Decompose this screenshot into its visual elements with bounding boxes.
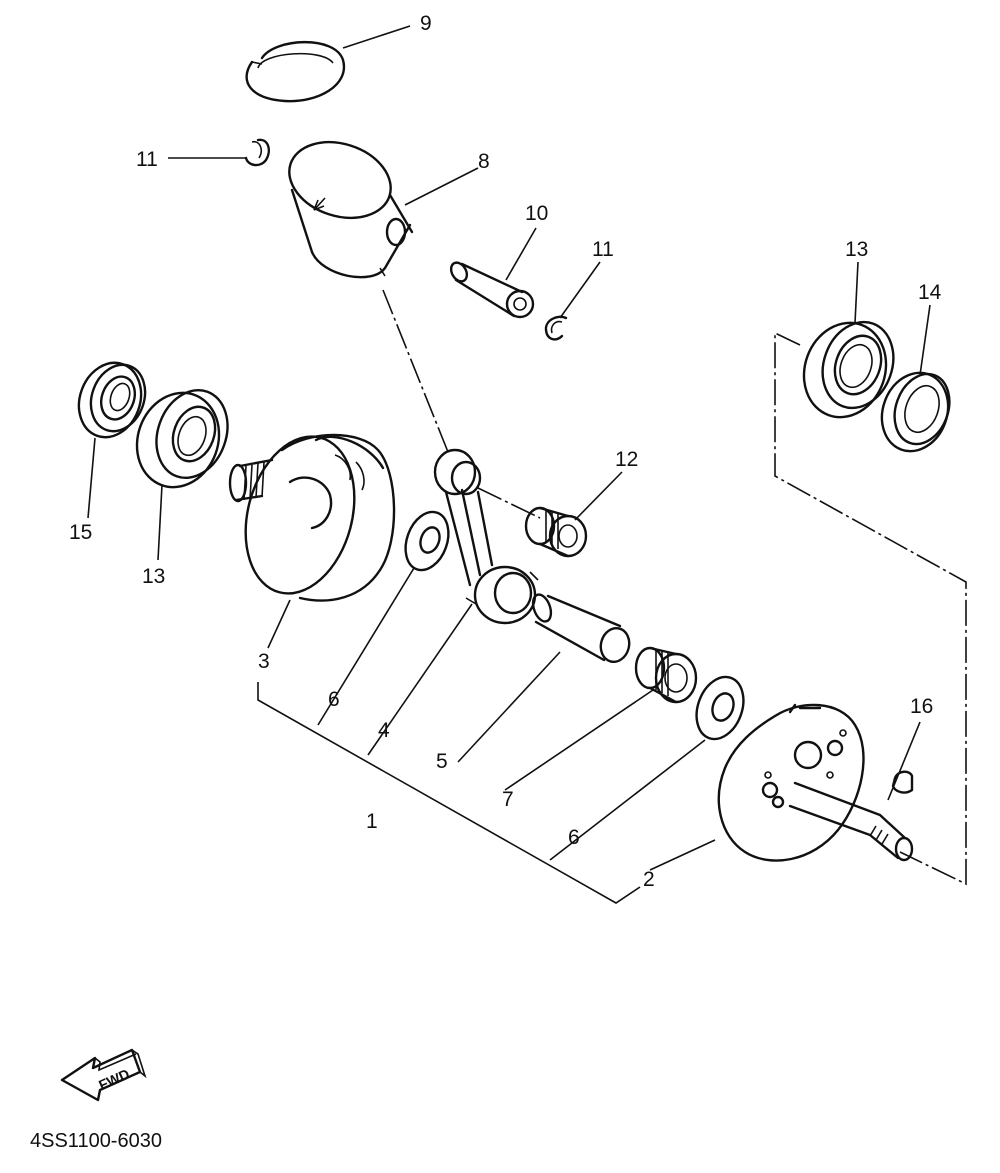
callout-3: 3: [258, 650, 270, 673]
washer-right-part: [695, 675, 745, 741]
callout-11a: 11: [136, 148, 158, 171]
piston-part: [288, 140, 414, 279]
callout-1: 1: [366, 810, 378, 833]
callout-12: 12: [615, 448, 638, 471]
fwd-arrow-icon: FWD: [60, 1048, 147, 1102]
callout-4: 4: [378, 719, 390, 742]
callout-14: 14: [918, 281, 942, 304]
piston-pin-part: [449, 261, 535, 319]
leader-lines: [87, 25, 967, 904]
circlip-upper-part: [244, 138, 270, 167]
oil-seal-right-part: [880, 371, 951, 453]
callout-15: 15: [69, 521, 92, 544]
callout-9: 9: [420, 12, 432, 35]
crank-pin-part: [531, 593, 631, 664]
crankshaft-right-half-part: [717, 703, 914, 862]
crankshaft-left-half-part: [228, 433, 396, 602]
needle-bearing-big-part: [634, 646, 698, 704]
connecting-rod-part: [433, 448, 539, 625]
callout-5: 5: [436, 750, 448, 773]
callout-10: 10: [525, 202, 548, 225]
callout-2: 2: [643, 868, 655, 891]
diagram-code: 4SS1100-6030: [30, 1130, 162, 1152]
callout-11b: 11: [592, 238, 614, 261]
oil-seal-left-part: [77, 361, 147, 439]
washer-left-part: [404, 510, 450, 572]
callout-8: 8: [478, 150, 490, 173]
woodruff-key-part: [891, 770, 914, 794]
piston-ring-part: [245, 41, 346, 103]
needle-bearing-small-part: [524, 506, 588, 558]
callout-6a: 6: [328, 688, 340, 711]
callout-labels: 9 11 8 10 11 13 14 12 15 13 3 6 4 5 1 7 …: [69, 12, 942, 891]
bearing-right-part: [802, 320, 895, 419]
callout-13a: 13: [845, 238, 868, 261]
circlip-lower-part: [544, 315, 568, 341]
callout-7: 7: [502, 788, 514, 811]
callout-13b: 13: [142, 565, 165, 588]
callout-16: 16: [910, 695, 933, 718]
callout-6b: 6: [568, 826, 580, 849]
bearing-left-part: [135, 388, 229, 489]
